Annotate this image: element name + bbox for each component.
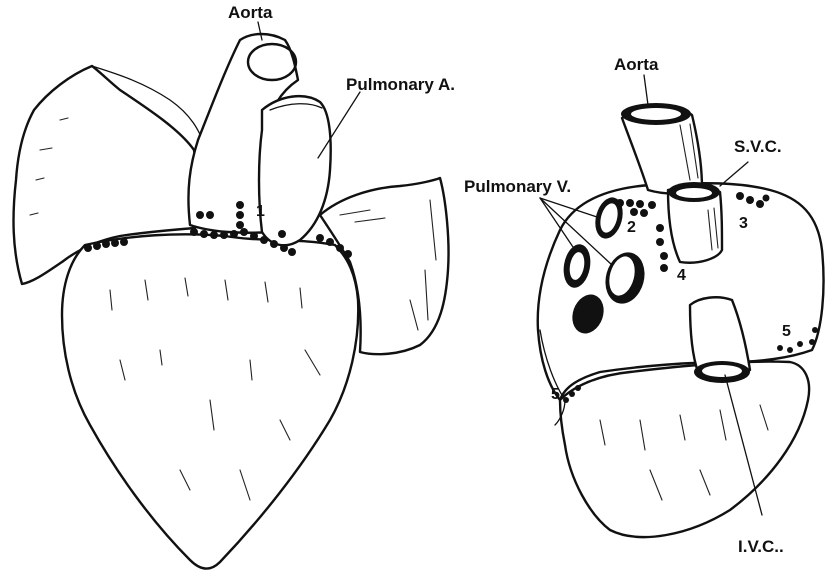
- pulmonary-veins-label: Pulmonary V.: [464, 177, 571, 196]
- marker-5-right: 5: [782, 323, 791, 340]
- marker-1: 1: [256, 203, 265, 220]
- aorta-label-right: Aorta: [614, 55, 659, 74]
- marker-4: 4: [677, 267, 686, 284]
- pulmonary-artery-vessel: [259, 96, 331, 245]
- aorta-leader-right: [644, 75, 648, 105]
- ivc-label: I.V.C..: [738, 537, 784, 556]
- svc-label: S.V.C.: [734, 137, 782, 156]
- marker-3: 3: [739, 215, 748, 232]
- posterior-ventricle: [560, 362, 809, 537]
- aorta-label-left: Aorta: [228, 3, 273, 22]
- marker-2: 2: [627, 219, 636, 236]
- marker-5-left: 5: [551, 386, 560, 403]
- left-heart-anterior-view: Aorta Pulmonary A. 1: [14, 3, 455, 569]
- pulmonary-artery-label: Pulmonary A.: [346, 75, 455, 94]
- right-heart-posterior-view: Aorta S.V.C. Pulmonary V. I.V.C.. 2 3 4 …: [464, 55, 824, 556]
- svc-leader: [720, 162, 748, 186]
